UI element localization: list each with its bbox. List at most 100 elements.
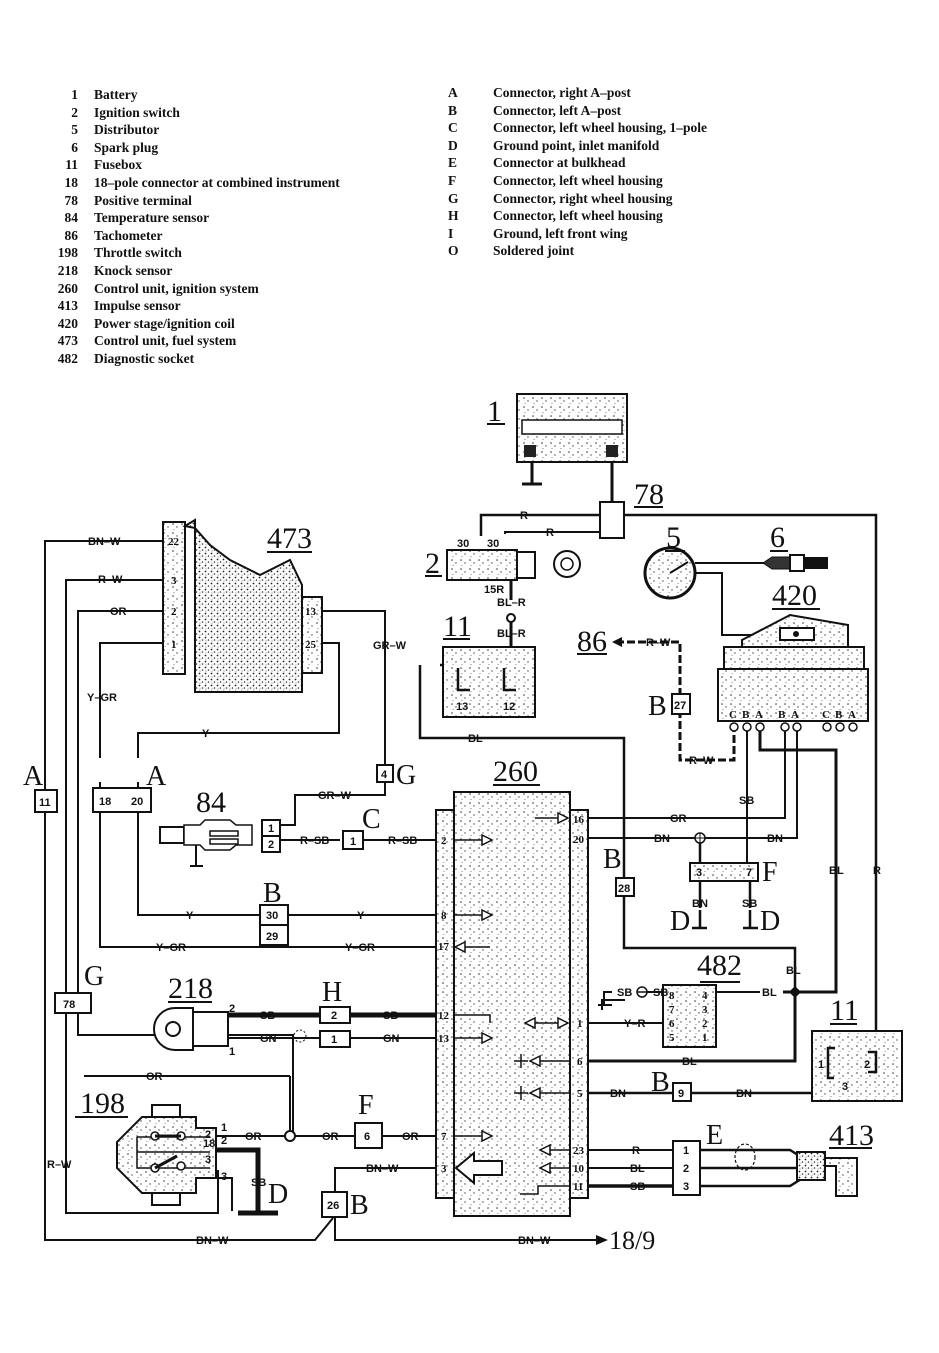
pin-label: 3 bbox=[205, 1154, 211, 1166]
pin-label: 30 bbox=[487, 538, 499, 550]
pin-label: 2 bbox=[864, 1059, 870, 1071]
wire-label-sb: SB bbox=[251, 1177, 266, 1189]
temperature-sensor: 1 2 84 bbox=[159, 786, 281, 867]
ignition-switch-label: 2 bbox=[425, 547, 440, 580]
wire-label-sb: SB bbox=[739, 795, 754, 807]
wire-label-bl: BL bbox=[468, 733, 483, 745]
wire-label-bl: BL bbox=[630, 1163, 645, 1175]
wire-label-sb: SB bbox=[383, 1010, 398, 1022]
legend-key: B bbox=[448, 102, 458, 118]
positive-terminal-label: 78 bbox=[634, 478, 664, 511]
instrument-ref-label: 18/9 bbox=[609, 1226, 655, 1255]
pin-label: A bbox=[791, 709, 799, 721]
legend-number: 2 bbox=[71, 104, 78, 120]
legend-label: Tachometer bbox=[94, 227, 163, 243]
wire-label-bl: BL bbox=[786, 965, 801, 977]
legend-label: Control unit, fuel system bbox=[94, 333, 237, 349]
legend-label: 18–pole connector at combined instrument bbox=[94, 174, 340, 190]
pin-label: 1 bbox=[350, 836, 356, 848]
pin-label: 8 bbox=[441, 910, 447, 922]
legend-number: 18 bbox=[64, 174, 79, 190]
pin-label: B bbox=[742, 709, 750, 721]
wire-label-bn-w: BN–W bbox=[366, 1163, 399, 1175]
legend-component-row: 86 Tachometer bbox=[40, 227, 340, 245]
wire-label-bn-w: BN–W bbox=[518, 1235, 551, 1247]
legend-label: Ground, left front wing bbox=[493, 225, 628, 241]
impulse-sensor-label: 413 bbox=[829, 1119, 874, 1152]
connector-letter: G bbox=[84, 961, 104, 992]
pin-label: 3 bbox=[842, 1081, 848, 1093]
pin-label: 2 bbox=[229, 1003, 235, 1015]
wire-label-r-w: R–W bbox=[689, 755, 714, 767]
legend-key: H bbox=[448, 208, 459, 224]
pin-label: 6 bbox=[364, 1131, 370, 1143]
wire-label-bn: BN bbox=[654, 833, 670, 845]
legend-label: Power stage/ignition coil bbox=[94, 315, 235, 331]
distributor-label: 5 bbox=[666, 521, 681, 554]
tachometer-label: 86 bbox=[577, 625, 607, 658]
connector-letter: D bbox=[760, 906, 780, 937]
pin-label: 29 bbox=[266, 931, 278, 943]
connector-letter: B bbox=[263, 878, 282, 909]
wire-label-bn: BN bbox=[610, 1088, 626, 1100]
pin-label: 9 bbox=[678, 1088, 684, 1100]
wire-label-sb: SB bbox=[653, 987, 668, 999]
legend-key: C bbox=[448, 120, 458, 136]
legend-label: Connector, right wheel housing bbox=[493, 190, 673, 206]
wire-label-or: OR bbox=[322, 1131, 339, 1143]
pin-label: A bbox=[848, 709, 856, 721]
wire-label-bn: BN bbox=[736, 1088, 752, 1100]
pin-label: 15R bbox=[484, 584, 504, 596]
legend-number: 482 bbox=[57, 350, 78, 366]
pin-label: 12 bbox=[503, 701, 515, 713]
fuel-control-unit-label: 473 bbox=[267, 522, 312, 555]
pin-label: 4 bbox=[702, 990, 708, 1002]
pin-label: 2 bbox=[441, 835, 447, 847]
wire-label-y-gr: Y–GR bbox=[345, 942, 375, 954]
wire-label-r: R bbox=[546, 527, 554, 539]
fusebox-top: 11 13 12 bbox=[442, 610, 536, 718]
pin-label: 7 bbox=[669, 1004, 675, 1016]
pin-label: 78 bbox=[63, 999, 75, 1011]
diagnostic-socket-label: 482 bbox=[697, 949, 742, 982]
pin-label: 1 bbox=[331, 1034, 337, 1046]
connector-letter: D bbox=[268, 1179, 288, 1210]
legend-key: O bbox=[448, 243, 459, 259]
legend-label: Knock sensor bbox=[94, 262, 173, 278]
distributor: 5 bbox=[643, 521, 697, 600]
wire-label-bl: BL bbox=[829, 865, 844, 877]
connector-letter: A bbox=[23, 761, 44, 792]
pin-label: B bbox=[778, 709, 786, 721]
connector-letter: B bbox=[648, 691, 667, 722]
legend-label: Ground point, inlet manifold bbox=[493, 137, 660, 153]
legend-number: 86 bbox=[64, 227, 79, 243]
pin-label: 11 bbox=[573, 1181, 583, 1193]
wire-label-r-w: R–W bbox=[98, 574, 123, 586]
legend-label: Positive terminal bbox=[94, 192, 192, 208]
legend-number: 473 bbox=[57, 333, 78, 349]
pin-label: 2 bbox=[171, 606, 177, 618]
pin-label: 10 bbox=[573, 1163, 585, 1175]
spark-plug-label: 6 bbox=[770, 521, 785, 554]
pin-label: C bbox=[822, 709, 830, 721]
wire-label-r-w: R–W bbox=[47, 1159, 72, 1171]
legend-label: Connector at bulkhead bbox=[493, 155, 626, 171]
pin-label: 20 bbox=[573, 834, 585, 846]
pin-label: 16 bbox=[573, 814, 585, 826]
wire-label-r-sb: R–SB bbox=[388, 835, 417, 847]
wire-label-y-gr: Y–GR bbox=[87, 692, 117, 704]
legend-number: 413 bbox=[57, 298, 78, 314]
wire-label-r: R bbox=[520, 510, 528, 522]
